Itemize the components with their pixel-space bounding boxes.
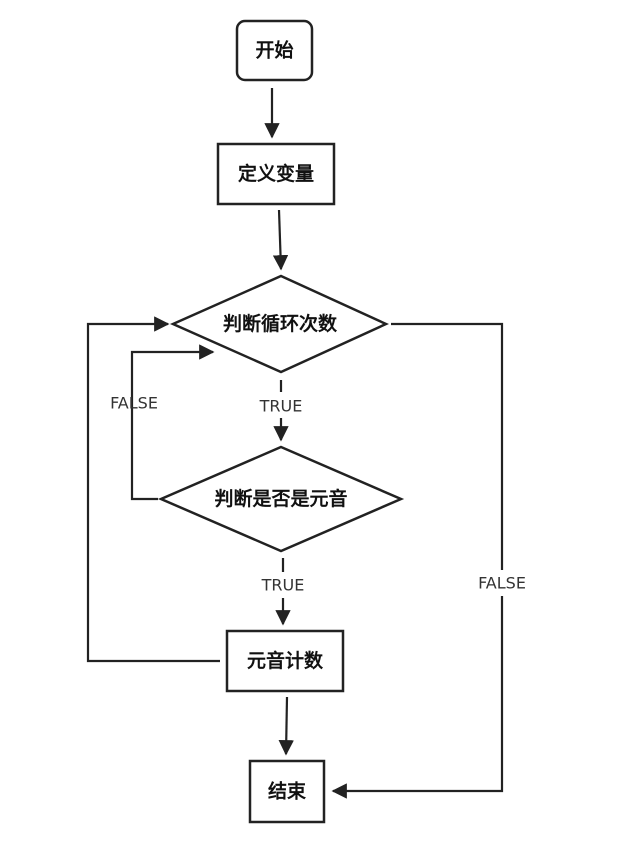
loop-true-label: TRUE [259,397,303,416]
start-node: 开始 [235,19,314,82]
vowel-check-label: 判断是否是元音 [214,487,347,510]
loop-false-label: FALSE [478,574,526,593]
vowel-count-node-label: 元音计数 [247,649,324,672]
start-node-label: 开始 [255,39,293,62]
end-node: 结束 [248,759,326,824]
loop-check-decision: 判断循环次数 [169,274,390,374]
vowel-count-node: 元音计数 [225,629,345,693]
define-vars-node: 定义变量 [216,142,336,206]
vowel-check-decision: 判断是否是元音 [157,445,405,553]
end-node-label: 结束 [268,780,307,803]
arrow-define-to-loop [272,209,289,271]
arrow-count-loopback [86,316,220,663]
arrow-vowel-false-loop [130,344,215,501]
arrow-loop-false-top [391,322,504,570]
vowel-false-label: FALSE [110,394,158,413]
vowel-true-label: TRUE [261,576,305,595]
arrow-count-to-end [278,696,294,756]
define-vars-node-label: 定义变量 [238,162,314,185]
arrow-loop-false-to-end [331,596,504,799]
loop-check-label: 判断循环次数 [223,312,338,335]
